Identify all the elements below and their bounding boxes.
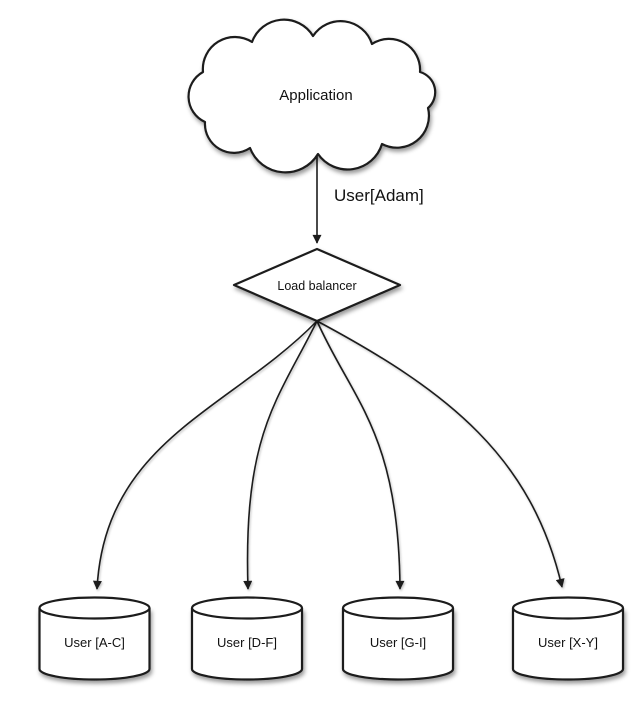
request-edge-label: User[Adam] xyxy=(334,186,424,205)
database-label: User [G-I] xyxy=(370,635,426,650)
edge-to-shard-a-c xyxy=(92,320,318,590)
cylinder-body xyxy=(511,608,625,681)
database-label: User [X-Y] xyxy=(538,635,598,650)
edge-to-shard-d-f xyxy=(243,320,318,590)
edge-to-shard-x-y xyxy=(316,320,565,588)
database-cylinder-g-i: User [G-I] xyxy=(341,596,455,681)
request-edge: User[Adam] xyxy=(312,155,424,244)
database-cylinder-d-f: User [D-F] xyxy=(190,596,304,681)
database-cylinder-a-c: User [A-C] xyxy=(38,596,151,681)
cylinder-top xyxy=(190,596,304,620)
cylinder-top xyxy=(38,596,151,620)
fan-edges xyxy=(92,320,565,590)
load-balancer-diamond: Load balancer xyxy=(232,247,402,323)
cloud-shape xyxy=(187,18,437,174)
edge-to-shard-g-i xyxy=(316,320,405,590)
cylinder-top xyxy=(511,596,625,620)
database-label: User [A-C] xyxy=(64,635,125,650)
cylinder-body xyxy=(190,608,304,681)
database-cylinder-x-y: User [X-Y] xyxy=(511,596,625,681)
diamond-shape xyxy=(232,247,402,323)
application-cloud: Application xyxy=(187,18,437,174)
database-label: User [D-F] xyxy=(217,635,277,650)
application-label: Application xyxy=(279,87,352,104)
load-balancer-label: Load balancer xyxy=(277,279,356,293)
cylinder-body xyxy=(341,608,455,681)
cylinder-top xyxy=(341,596,455,620)
cylinder-body xyxy=(38,608,151,681)
